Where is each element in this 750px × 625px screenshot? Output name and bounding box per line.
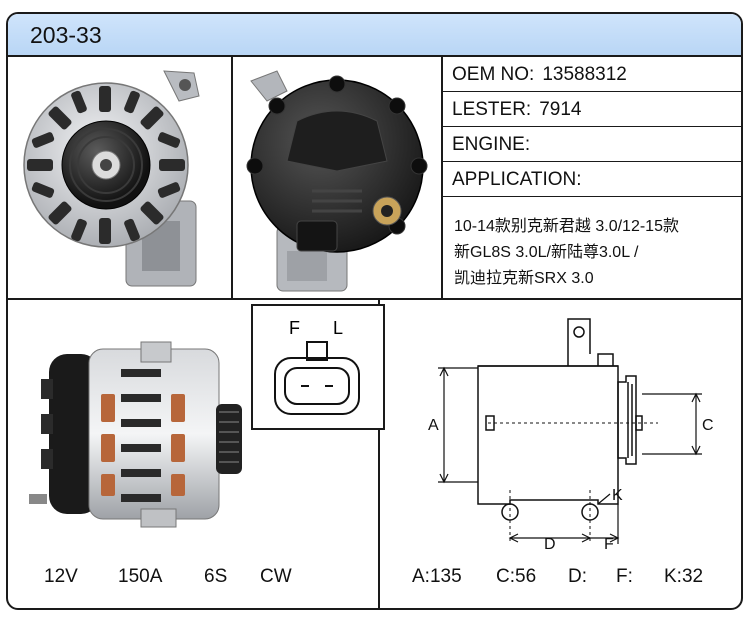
application-line: 10-14款别克新君越 3.0/12-15款 [454,218,679,235]
alternator-rear-image [246,69,427,291]
current: 150A [118,566,163,587]
side-view-photo [18,314,248,544]
pin-l-label: L [333,318,343,338]
dim-a-label: A [428,417,439,434]
pin-f-label: F [289,318,300,338]
alternator-front-image [23,69,200,286]
oem-value: 13588312 [542,64,627,85]
alternator-side-image [28,341,242,528]
lester-value: 7914 [539,99,582,120]
oem-row: OEM NO: 13588312 [442,58,741,92]
oem-label: OEM NO: [452,64,535,85]
pulley-type: 6S [204,566,228,587]
connector-diagram: F L [251,304,385,430]
divider [441,57,443,299]
connector-plug-drawing: F L [274,318,360,415]
dim-d-label: D [544,536,556,553]
divider [8,298,741,300]
front-view-photo [8,58,230,298]
dim-f-value: F: [616,566,633,587]
dim-k-label: K [612,487,623,504]
dim-k-value: K:32 [664,566,704,587]
dim-d-value: D: [568,566,587,587]
dim-c-value: C:56 [496,566,537,587]
dimension-drawing: A C D F K [398,304,738,554]
engine-row: ENGINE: [442,128,741,162]
application-line: 凯迪拉克新SRX 3.0 [454,270,594,287]
voltage: 12V [44,566,78,587]
rear-view-photo [233,58,440,298]
part-code: 203-33 [30,22,102,48]
dim-c-label: C [702,417,714,434]
dimension-line-drawing: A C D F K [428,318,714,553]
application-label: APPLICATION: [452,169,582,190]
lester-label: LESTER: [452,99,532,120]
rotation: CW [260,566,292,587]
application-text: 10-14款别克新君越 3.0/12-15款 新GL8S 3.0L/新陆尊3.0… [454,214,741,292]
header-bar: 203-33 [8,14,741,57]
engine-label: ENGINE: [452,134,531,155]
application-row: APPLICATION: [442,163,741,197]
dim-f-label: F [604,536,614,553]
lester-row: LESTER: 7914 [442,93,741,127]
divider [231,57,233,299]
divider [378,299,380,608]
dim-a-value: A:135 [412,566,462,587]
product-spec-sheet: 203-33 [6,12,743,610]
application-line: 新GL8S 3.0L/新陆尊3.0L / [454,244,639,261]
